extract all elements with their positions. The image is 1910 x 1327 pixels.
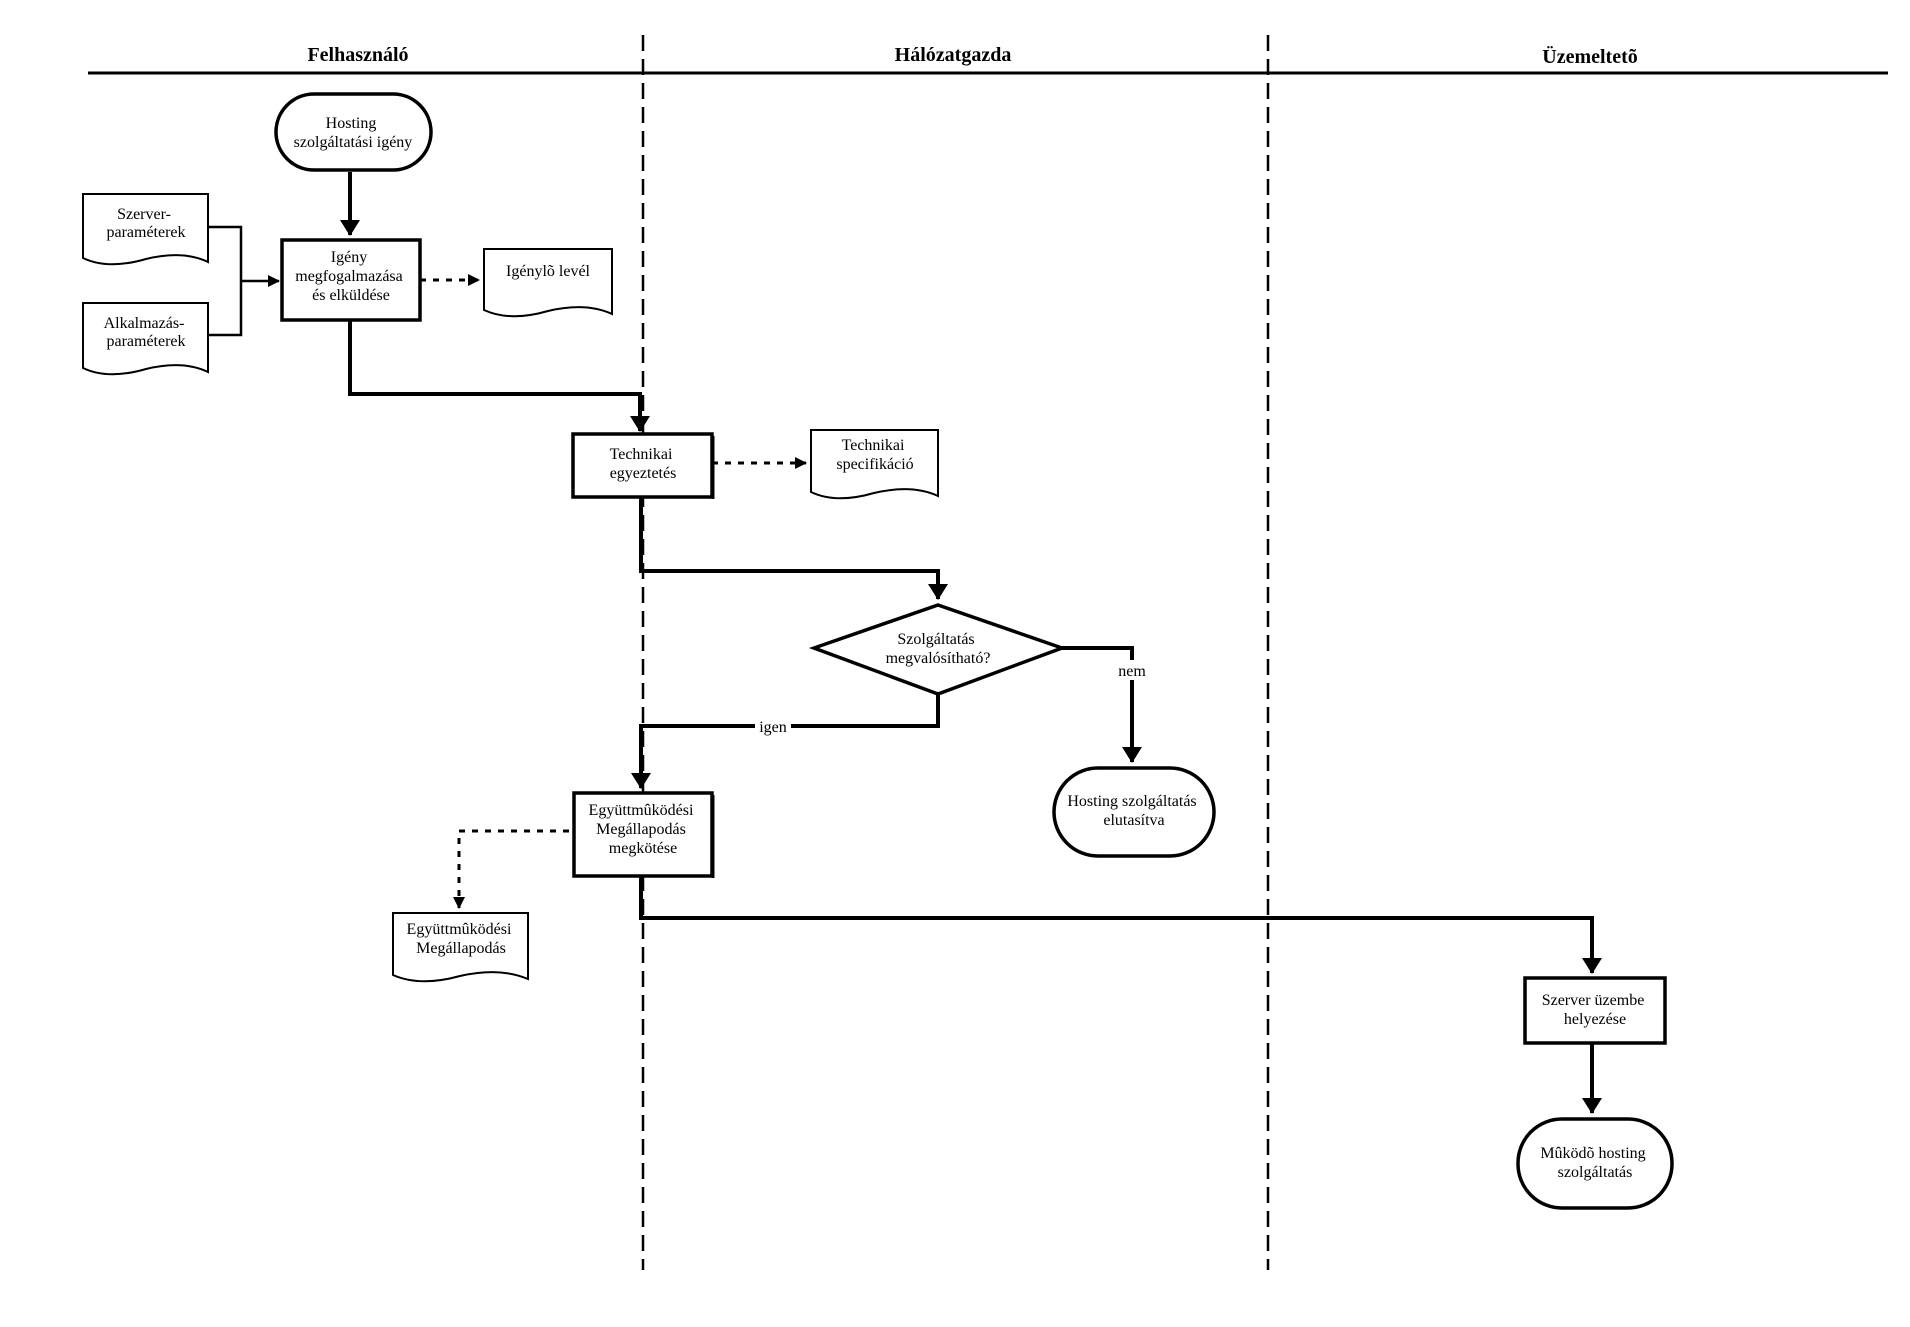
node-szerver-uzembe-shape xyxy=(1523,976,1667,1045)
node-alkalmazas-param-line-1: Alkalmazás- xyxy=(104,315,185,332)
node-elutasitva-line-2: elutasítva xyxy=(1103,812,1164,829)
node-igenylo-level-line-1: Igénylõ levél xyxy=(506,263,591,280)
node-igeny-process: Igény megfogalmazása és elküldése xyxy=(280,238,422,322)
node-szerver-uzembe-process: Szerver üzembe helyezése xyxy=(1523,976,1667,1045)
node-szerver-uzembe-line-2: helyezése xyxy=(1564,1011,1626,1028)
node-szerver-uzembe-line-1: Szerver üzembe xyxy=(1542,992,1645,1009)
node-mukodo-line-2: szolgáltatás xyxy=(1558,1164,1633,1181)
node-igeny-line-2: megfogalmazása xyxy=(295,268,403,285)
node-elutasitva-terminal: Hosting szolgáltatás elutasítva xyxy=(1052,766,1216,858)
node-mukodo-terminal: Mûködõ hosting szolgáltatás xyxy=(1516,1117,1674,1210)
node-egyuttm-doc-line-1: Együttmûködési xyxy=(407,921,512,938)
node-tech-spec-line-2: specifikáció xyxy=(836,456,913,473)
node-tech-spec-document: Technikai specifikáció xyxy=(810,429,939,500)
node-tech-spec-line-1: Technikai xyxy=(842,437,905,454)
node-egyuttm-line-3: megkötése xyxy=(609,840,677,857)
node-egyuttm-process: Együttmûködési Megállapodás megkötése xyxy=(572,791,715,878)
node-szerver-param-line-1: Szerver- xyxy=(117,206,171,223)
svg-text:Mûködõ hosting szolgálta: Mûködõ hosting szolgáltatás xyxy=(1540,1145,1649,1181)
node-alkalmazas-param-document: Alkalmazás- paraméterek xyxy=(82,302,209,376)
edge-egyuttm-to-szerver xyxy=(639,876,1602,974)
node-dontes-shape xyxy=(808,603,1068,696)
node-igenylo-level-shape xyxy=(483,248,613,318)
edge-label-igen-bg xyxy=(755,716,791,736)
node-technikai-process: Technikai egyeztetés xyxy=(571,432,715,499)
lane-title-uzemelteto: Üzemeltetõ xyxy=(1542,45,1638,68)
node-igenylo-level-document: Igénylõ levél xyxy=(483,248,613,318)
svg-text:Alkalmazás- paraméterek: Alkalmazás- paraméterek xyxy=(104,315,189,350)
node-szerver-param-document: Szerver- paraméterek xyxy=(82,193,209,266)
edge-dontes-igen xyxy=(631,694,940,789)
svg-text:Együttmûködési Megállapo: Együttmûködési Megállapodás megkötése xyxy=(589,802,698,857)
node-egyuttm-doc-document: Együttmûködési Megállapodás xyxy=(392,912,529,983)
node-szerver-param-shape xyxy=(82,193,209,266)
svg-text:Hosting szolgáltatás elu: Hosting szolgáltatás elutasítva xyxy=(1067,793,1200,829)
node-egyuttm-shape xyxy=(572,791,714,878)
node-tech-spec-shape xyxy=(810,429,939,500)
edge-label-nem-bg xyxy=(1114,660,1150,680)
edge-dontes-nem xyxy=(1062,646,1142,763)
node-mukodo-shape xyxy=(1516,1117,1674,1210)
edge-label-nem: nem xyxy=(1118,663,1146,680)
node-start-terminal: Hosting szolgáltatási igény xyxy=(274,92,433,172)
svg-text:Technikai specifikáció: Technikai specifikáció xyxy=(836,437,913,473)
node-technikai-line-1: Technikai xyxy=(610,446,673,463)
node-egyuttm-line-2: Megállapodás xyxy=(596,821,686,838)
svg-text:Hosting szolgáltatási ig: Hosting szolgáltatási igény xyxy=(294,115,413,151)
edge-technikai-to-dontes xyxy=(639,497,948,600)
node-start-shape xyxy=(274,92,433,172)
edge-igeny-to-technikai xyxy=(348,320,650,432)
node-dontes-decision: Szolgáltatás megvalósítható? xyxy=(808,603,1068,696)
svg-text:Technikai egyeztetés: Technikai egyeztetés xyxy=(610,446,677,482)
node-dontes-line-2: megvalósítható? xyxy=(886,650,991,667)
edge-params-bracket xyxy=(208,225,279,337)
svg-text:Igény megfogalmazása: Igény megfogalmazása és elküldése xyxy=(295,249,407,304)
node-alkalmazas-param-line-2: paraméterek xyxy=(106,333,185,350)
node-mukodo-line-1: Mûködõ hosting xyxy=(1540,1145,1645,1162)
node-technikai-line-2: egyeztetés xyxy=(610,465,677,482)
node-elutasitva-line-1: Hosting szolgáltatás xyxy=(1067,793,1196,810)
node-elutasitva-shape xyxy=(1052,766,1216,858)
edge-label-igen: igen xyxy=(759,719,787,736)
svg-text:Szerver- paraméterek: Szerver- paraméterek xyxy=(106,206,185,241)
node-alkalmazas-param-shape xyxy=(82,302,209,376)
swimlane-structure: Felhasználó Hálózatgazda Üzemeltetõ xyxy=(88,35,1888,1270)
node-egyuttm-doc-shape xyxy=(392,912,529,983)
connectors xyxy=(208,172,1602,1114)
node-dontes-line-1: Szolgáltatás xyxy=(897,631,974,648)
node-start-line-1: Hosting xyxy=(326,115,377,132)
node-igeny-shape xyxy=(280,238,422,322)
svg-text:Szerver üzembe helyezése: Szerver üzembe helyezése xyxy=(1542,992,1649,1028)
node-igeny-line-3: és elküldése xyxy=(312,287,390,304)
node-egyuttm-doc-line-2: Megállapodás xyxy=(416,940,506,957)
node-start-line-2: szolgáltatási igény xyxy=(294,134,413,151)
node-igeny-line-1: Igény xyxy=(331,249,367,266)
edge-egyuttm-to-doc xyxy=(453,829,569,909)
svg-text:Együttmûködési Megállapo: Együttmûködési Megállapodás xyxy=(407,921,516,957)
node-egyuttm-line-1: Együttmûködési xyxy=(589,802,694,819)
node-szerver-param-line-2: paraméterek xyxy=(106,224,185,241)
svg-text:Szolgáltatás megvalósíth: Szolgáltatás megvalósítható? xyxy=(886,631,991,667)
lane-title-halozatgazda: Hálózatgazda xyxy=(895,44,1012,66)
lane-title-felhasznalo: Felhasználó xyxy=(307,44,408,66)
